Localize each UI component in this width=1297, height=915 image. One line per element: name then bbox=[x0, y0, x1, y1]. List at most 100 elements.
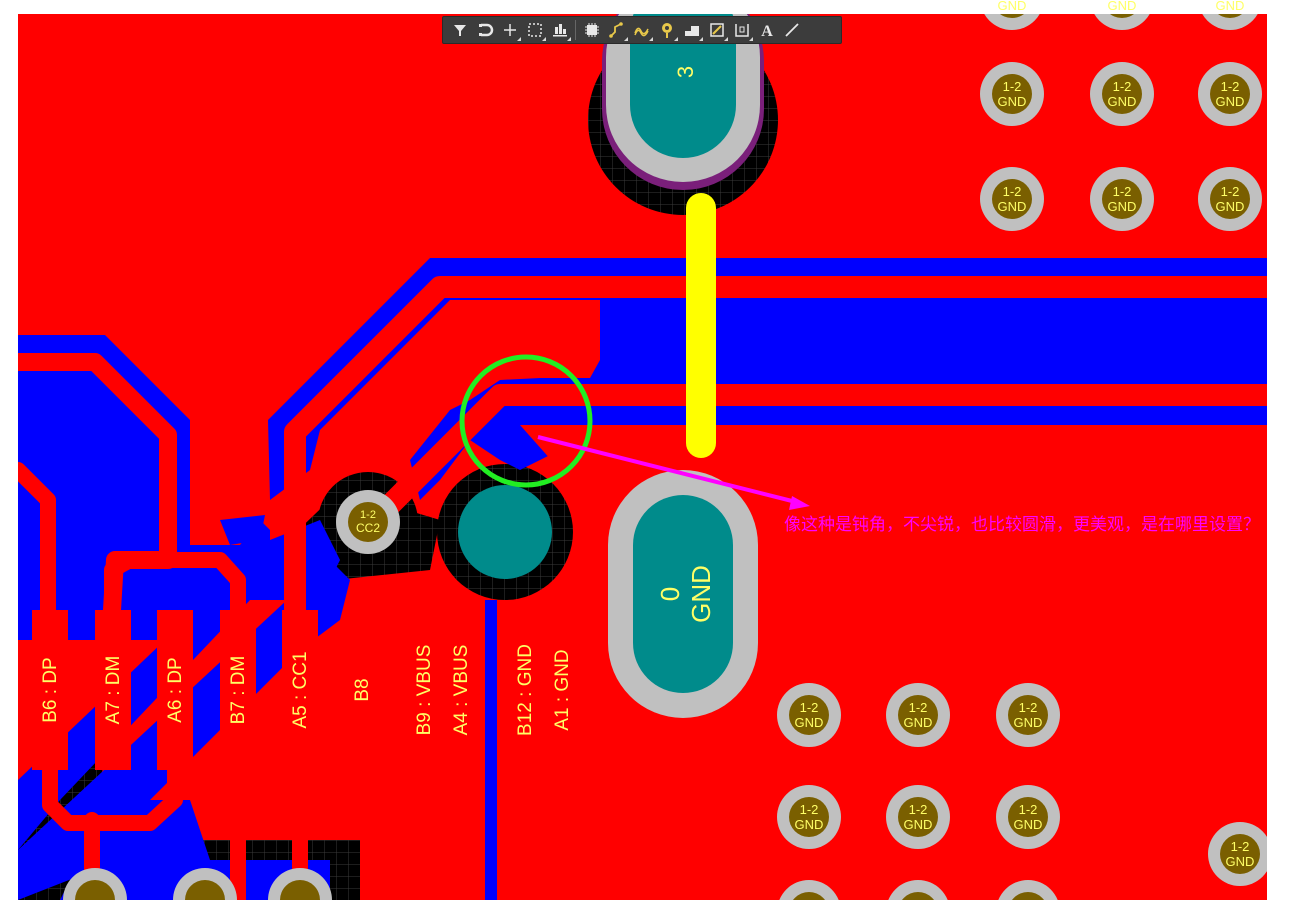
diffpair-icon bbox=[633, 27, 649, 37]
pin-label-b12: B12 : GND bbox=[515, 644, 536, 736]
gnd-vias[interactable] bbox=[63, 0, 1272, 915]
gnd-via-ring[interactable] bbox=[980, 0, 1044, 30]
gnd-via-hole bbox=[793, 892, 825, 900]
filter-icon bbox=[453, 25, 466, 36]
pin-label-a1: A1 : GND bbox=[552, 649, 573, 730]
gnd-via-hole bbox=[992, 179, 1032, 219]
gnd-via-net: GND bbox=[1108, 199, 1137, 214]
gnd-via-net: GND bbox=[1014, 817, 1043, 832]
gnd-via-ring[interactable] bbox=[1090, 0, 1154, 30]
design-rule-button[interactable] bbox=[730, 18, 754, 42]
gnd-via-num: 1-2 bbox=[1221, 79, 1240, 94]
magnet-icon bbox=[478, 23, 493, 37]
pin-labels: B6 : DP A7 : DM A6 : DP B7 : DM A5 : CC1… bbox=[40, 644, 573, 736]
gnd-via-num: 1-2 bbox=[800, 802, 819, 817]
gnd-via-hole bbox=[789, 797, 829, 837]
gnd-via-hole bbox=[992, 74, 1032, 114]
rule-icon bbox=[734, 24, 749, 37]
via-cc2[interactable] bbox=[336, 490, 400, 554]
gnd-via-ring[interactable] bbox=[996, 880, 1060, 915]
gnd-via-net: GND bbox=[904, 817, 933, 832]
gnd-via-ring[interactable] bbox=[777, 880, 841, 915]
gnd-via-net: GND bbox=[998, 94, 1027, 109]
markup-arrowhead bbox=[789, 496, 810, 510]
gnd-via-net: GND bbox=[795, 817, 824, 832]
pad-number-3: 3 bbox=[673, 66, 698, 78]
gnd-via-ring[interactable] bbox=[1198, 0, 1262, 30]
gnd-via-labels: 1-2GND1-2GND1-2GND1-2GND1-2GND1-2GND1-2G… bbox=[795, 0, 1255, 869]
align-button[interactable] bbox=[548, 18, 572, 42]
filter-button[interactable] bbox=[448, 18, 472, 42]
gnd-via-hole bbox=[1008, 797, 1048, 837]
toolbar-separator bbox=[575, 20, 576, 40]
gnd-via-hole bbox=[1008, 695, 1048, 735]
place-cross-button[interactable] bbox=[498, 18, 522, 42]
corner-indicator bbox=[748, 37, 753, 41]
gnd-via-hole bbox=[1102, 179, 1142, 219]
via-button[interactable] bbox=[655, 18, 679, 42]
gnd-via-hole bbox=[1210, 179, 1250, 219]
route-icon bbox=[608, 22, 623, 38]
gnd-via-hole bbox=[1110, 14, 1134, 18]
gnd-via-num: 1-2 bbox=[1231, 839, 1250, 854]
route-button[interactable] bbox=[605, 18, 629, 42]
gnd-via-num: 1-2 bbox=[909, 700, 928, 715]
gnd-via-ring[interactable] bbox=[886, 880, 950, 915]
corner-indicator bbox=[541, 37, 546, 41]
gnd-via-hole bbox=[902, 892, 934, 900]
gnd-via-hole bbox=[898, 695, 938, 735]
pin-label-b7: B7 : DM bbox=[228, 656, 249, 725]
text-button[interactable]: A bbox=[755, 18, 779, 42]
gnd-via-hole bbox=[1210, 74, 1250, 114]
gnd-via-hole bbox=[280, 880, 320, 900]
line-icon bbox=[784, 23, 799, 37]
gnd-via-net: GND bbox=[1216, 199, 1245, 214]
gnd-via-net: GND bbox=[904, 715, 933, 730]
gnd-via-net: GND bbox=[1014, 715, 1043, 730]
pin-label-a4: A4 : VBUS bbox=[451, 645, 472, 736]
pin-label-a7: A7 : DM bbox=[103, 656, 124, 725]
select-rect-button[interactable] bbox=[523, 18, 547, 42]
corner-indicator bbox=[566, 37, 571, 41]
slot-pad-0[interactable] bbox=[608, 470, 758, 718]
round-pad[interactable] bbox=[458, 485, 552, 579]
diff-pair-button[interactable] bbox=[630, 18, 654, 42]
polygon-button[interactable] bbox=[680, 18, 704, 42]
gnd-via-net: GND bbox=[1108, 0, 1137, 13]
corner-indicator bbox=[698, 37, 703, 41]
snap-button[interactable] bbox=[473, 18, 497, 42]
fill-button[interactable] bbox=[705, 18, 729, 42]
gnd-via-hole bbox=[1012, 892, 1044, 900]
gnd-via-num: 1-2 bbox=[1003, 79, 1022, 94]
align-icon bbox=[552, 24, 567, 37]
fill-icon bbox=[709, 23, 724, 37]
pin-label-a5: A5 : CC1 bbox=[290, 651, 311, 728]
pin-label-b9: B9 : VBUS bbox=[414, 645, 435, 736]
gnd-via-hole bbox=[1102, 74, 1142, 114]
via-cc2-num: 1-2 bbox=[360, 509, 376, 521]
corner-indicator bbox=[673, 37, 678, 41]
pad-net-gnd: GND bbox=[686, 565, 716, 623]
annotation-text: 像这种是钝角，不尖锐，也比较圆滑，更美观，是在哪里设置？ bbox=[784, 515, 1260, 535]
gnd-via-num: 1-2 bbox=[1019, 802, 1038, 817]
pcb-active-bar: A bbox=[442, 16, 842, 44]
gnd-via-net: GND bbox=[998, 0, 1027, 13]
slot-pad-3[interactable] bbox=[602, 0, 764, 190]
via-cc2-net: CC2 bbox=[356, 521, 380, 535]
gnd-via-hole bbox=[789, 695, 829, 735]
gnd-via-hole bbox=[1218, 14, 1242, 18]
svg-text:A: A bbox=[761, 23, 773, 39]
smd-pins bbox=[32, 603, 597, 900]
gnd-via-num: 1-2 bbox=[1113, 184, 1132, 199]
crosshair-icon bbox=[503, 24, 516, 36]
corner-indicator bbox=[648, 37, 653, 41]
corner-indicator bbox=[516, 37, 521, 41]
rectangle-select-icon bbox=[527, 23, 542, 37]
component-button[interactable] bbox=[580, 18, 604, 42]
gnd-via-num: 1-2 bbox=[1113, 79, 1132, 94]
markup-arrow bbox=[537, 435, 801, 505]
line-button[interactable] bbox=[780, 18, 804, 42]
text-icon: A bbox=[761, 23, 773, 39]
gnd-via-num: 1-2 bbox=[800, 700, 819, 715]
